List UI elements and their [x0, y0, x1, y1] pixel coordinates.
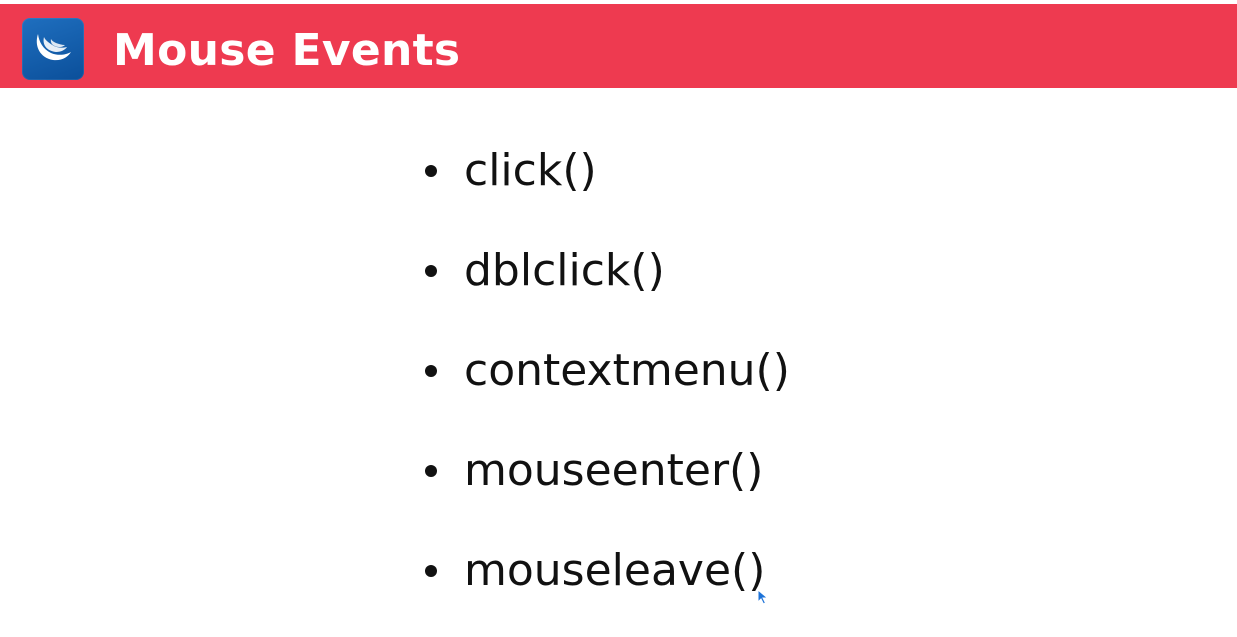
list-item: contextmenu() [425, 340, 790, 440]
page-title: Mouse Events [113, 25, 461, 76]
bullet-icon [425, 165, 437, 177]
bullet-icon [425, 565, 437, 577]
header-bar: Mouse Events [0, 4, 1237, 88]
bullet-icon [425, 465, 437, 477]
list-item: mouseenter() [425, 440, 790, 540]
list-item: dblclick() [425, 240, 790, 340]
list-item-label: mouseleave() [464, 545, 766, 596]
list-item: mouseleave() [425, 540, 790, 637]
bullet-list: click() dblclick() contextmenu() mouseen… [425, 140, 790, 637]
list-item-label: contextmenu() [464, 345, 790, 396]
bullet-icon [425, 265, 437, 277]
jquery-logo-icon [22, 18, 84, 80]
list-item-label: mouseenter() [464, 445, 764, 496]
mouse-pointer-icon [757, 589, 769, 605]
list-item-label: click() [464, 145, 597, 196]
list-item-label: dblclick() [464, 245, 665, 296]
bullet-icon [425, 365, 437, 377]
list-item: click() [425, 140, 790, 240]
